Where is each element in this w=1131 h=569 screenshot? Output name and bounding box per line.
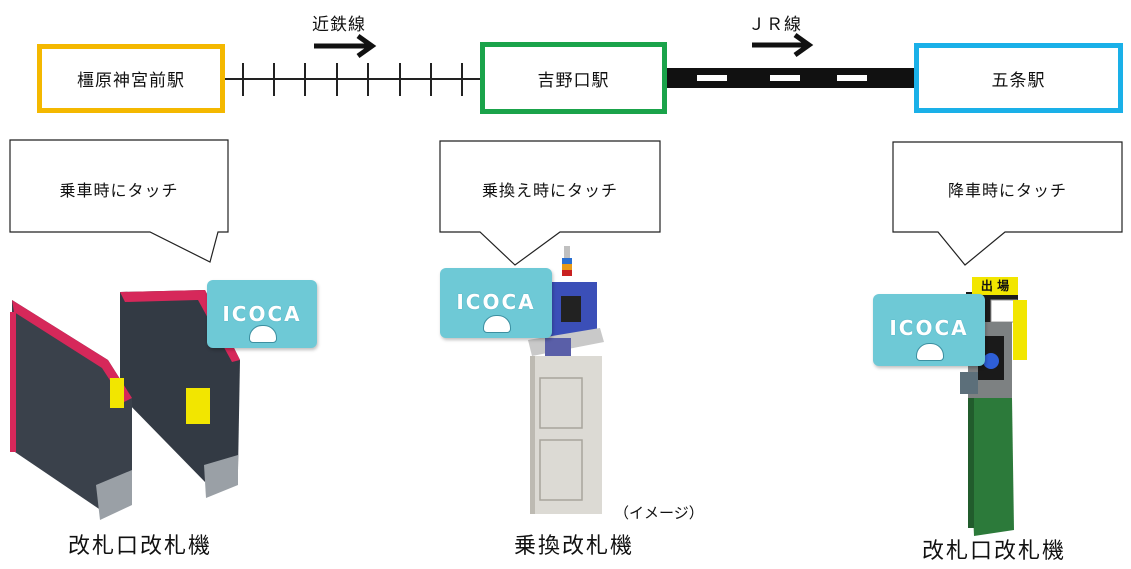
- exit-sign: 出 場: [980, 279, 1010, 293]
- balloon-transfer-text: 乗換え時にタッチ: [481, 181, 618, 200]
- station-gojo-label: 五条駅: [991, 70, 1046, 91]
- icoca-card-left: ICOCA: [207, 280, 317, 348]
- ticket-gate-illustration-left: [10, 290, 240, 520]
- balloon-alighting-shape: [892, 141, 1123, 266]
- station-kashihara-label: 橿原神宮前駅: [77, 71, 185, 91]
- icoca-mascot-icon: [483, 315, 511, 333]
- balloon-boarding-shape: [9, 139, 229, 263]
- icoca-mascot-icon: [916, 343, 944, 361]
- caption-left-gate: 改札口改札機: [68, 534, 213, 559]
- caption-transfer-gate: 乗換改札機: [514, 534, 635, 559]
- icoca-logo-middle: ICOCA: [456, 290, 536, 314]
- kintetsu-ticks: [242, 63, 463, 96]
- icoca-card-middle: ICOCA: [440, 268, 552, 338]
- kintetsu-direction-arrow: [314, 33, 377, 59]
- balloon-alighting-text: 降車時にタッチ: [947, 181, 1067, 200]
- icoca-card-right: ICOCA: [873, 294, 985, 366]
- kintetsu-line-label: 近鉄線: [312, 15, 366, 35]
- station-kashihara-jingu-mae: 橿原神宮前駅: [37, 44, 225, 113]
- icoca-mascot-icon: [249, 325, 277, 343]
- station-gojo: 五条駅: [914, 43, 1123, 113]
- balloon-transfer-shape: [439, 140, 661, 266]
- transfer-gate-illustration: [528, 246, 604, 514]
- image-note: （イメージ）: [614, 504, 704, 522]
- icoca-logo-left: ICOCA: [222, 302, 302, 326]
- icoca-logo-right: ICOCA: [889, 316, 969, 340]
- jr-direction-arrow: [752, 32, 814, 58]
- jr-track-dashes: [697, 75, 867, 81]
- station-yoshinoguchi-label: 吉野口駅: [537, 70, 610, 91]
- station-yoshinoguchi: 吉野口駅: [480, 42, 667, 114]
- caption-right-gate: 改札口改札機: [922, 539, 1067, 564]
- jr-line-label: ＪＲ線: [748, 15, 802, 35]
- balloon-boarding-text: 乗車時にタッチ: [59, 181, 179, 200]
